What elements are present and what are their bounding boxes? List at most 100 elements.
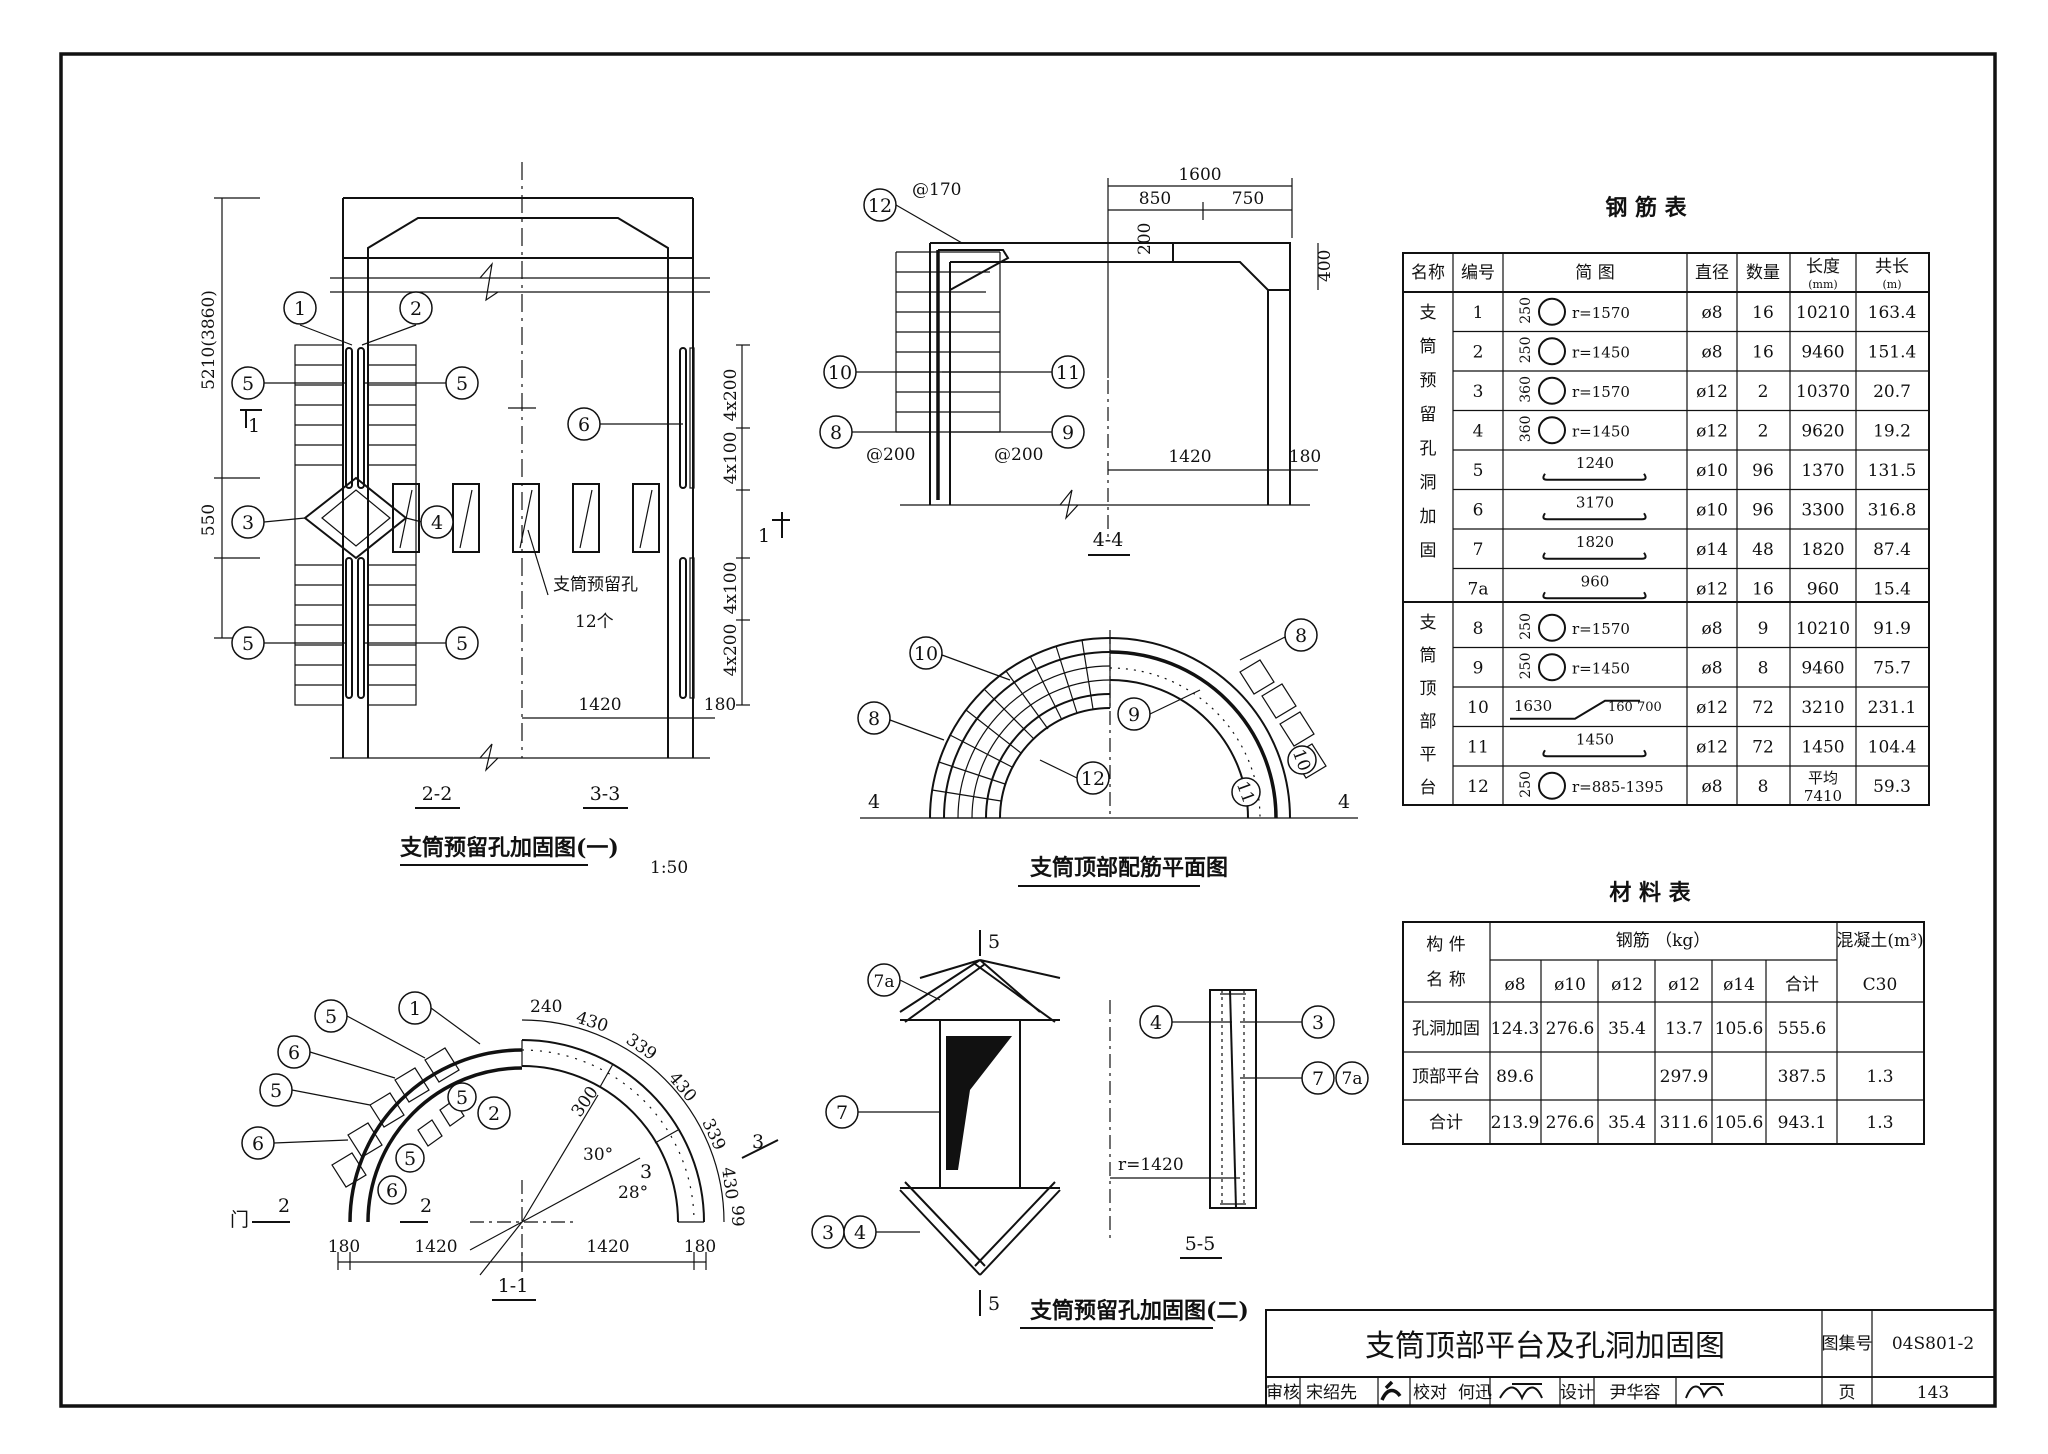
dim-300: 300 <box>568 1083 603 1121</box>
mat-col-header: ø10 <box>1554 975 1586 995</box>
rebar-h-dia: 直径 <box>1695 263 1729 283</box>
rebar-no: 1 <box>1473 303 1484 323</box>
rebar-no: 5 <box>1473 461 1484 481</box>
rebar-qty: 72 <box>1752 698 1774 718</box>
sec-1-1: 1-1 <box>498 1275 529 1297</box>
rebar-shape-radius: r=1570 <box>1572 620 1630 638</box>
rebar-qty: 8 <box>1758 777 1769 797</box>
view-a-title: 支筒预留孔加固图(一) <box>400 835 619 861</box>
plan-cut-4-right: 4 <box>1338 791 1350 813</box>
dim-850: 850 <box>1139 189 1171 209</box>
svg-text:6: 6 <box>386 1180 398 1202</box>
rebar-h-no: 编号 <box>1461 263 1495 283</box>
rebar-shape-dim: 1820 <box>1576 533 1614 551</box>
mat-cell: 35.4 <box>1608 1113 1646 1133</box>
dim-400: 400 <box>1315 250 1335 282</box>
mat-h-name: 名 称 <box>1426 970 1465 990</box>
mat-row-name: 孔洞加固 <box>1412 1019 1480 1039</box>
page-no: 143 <box>1917 1383 1949 1403</box>
rebar-total: 59.3 <box>1873 777 1911 797</box>
dim-240: 240 <box>530 997 562 1017</box>
rebar-h-shape: 简 图 <box>1575 263 1614 283</box>
mat-cell: 89.6 <box>1496 1067 1534 1087</box>
rebar-dia: ø8 <box>1701 619 1722 639</box>
callouts-55: 4 3 7 7a <box>1139 1005 1369 1095</box>
spacing-200-right: @200 <box>994 445 1043 465</box>
svg-text:5: 5 <box>242 373 254 395</box>
dim-339-b: 339 <box>697 1116 729 1154</box>
rebar-len: 960 <box>1807 579 1839 599</box>
group-char: 固 <box>1420 541 1437 561</box>
review-label: 审核 <box>1266 1383 1300 1403</box>
rebar-len: 9620 <box>1801 421 1844 441</box>
mat-cell: 297.9 <box>1660 1067 1709 1087</box>
atlas-no: 04S801-2 <box>1892 1334 1974 1354</box>
rebar-no: 9 <box>1473 658 1484 678</box>
mat-cell: 311.6 <box>1660 1113 1709 1133</box>
svg-text:12: 12 <box>868 195 892 217</box>
hole-openings <box>392 483 660 553</box>
rebar-len: 10210 <box>1796 619 1850 639</box>
rebar-h-name: 名称 <box>1411 263 1445 283</box>
rebar-shape-dim: 1240 <box>1576 454 1614 472</box>
mat-cell: 213.9 <box>1491 1113 1540 1133</box>
svg-text:6: 6 <box>288 1042 300 1064</box>
mat-cell: 276.6 <box>1546 1019 1595 1039</box>
rebar-total: 75.7 <box>1873 658 1911 678</box>
dim-180: 180 <box>704 695 736 715</box>
svg-text:5: 5 <box>456 633 468 655</box>
rebar-shape-dim: 360 <box>1518 376 1534 403</box>
mat-col-header: 合计 <box>1785 975 1819 995</box>
mat-h-steel: 钢筋 （kg） <box>1616 931 1711 951</box>
svg-text:2: 2 <box>410 298 422 320</box>
view-hole-reinforcement-2: 5 5 7a 7 3 4 支筒预留孔加固图(二) <box>811 930 1249 1329</box>
bar-hatch-left <box>294 344 417 706</box>
group-char: 平 <box>1420 745 1437 765</box>
designer-signature <box>1685 1383 1724 1399</box>
sheet-border <box>59 52 1997 1408</box>
rebar-len: 3300 <box>1801 500 1844 520</box>
rebar-total: 15.4 <box>1873 579 1911 599</box>
dim-180-left: 180 <box>328 1237 360 1257</box>
straight-bar-icon <box>1542 591 1647 600</box>
rebar-no: 7a <box>1468 579 1489 599</box>
view-section-5-5: r=1420 4 3 7 7a 5-5 <box>1109 989 1369 1259</box>
mat-row-name: 合计 <box>1429 1113 1463 1133</box>
rebar-dia: ø12 <box>1696 421 1728 441</box>
rebar-no: 10 <box>1467 698 1489 718</box>
dim-1420-left: 1420 <box>414 1237 457 1257</box>
cut-5-top: 5 <box>988 931 1000 953</box>
hole-label: 支筒预留孔 <box>553 575 638 595</box>
mat-cell: 276.6 <box>1546 1113 1595 1133</box>
svg-text:3: 3 <box>242 512 254 534</box>
rebar-qty: 2 <box>1758 421 1769 441</box>
svg-text:10: 10 <box>914 643 938 665</box>
rebar-shape-bend: 160 700 <box>1608 700 1662 715</box>
view-hole-reinforcement-1: 5210(3860) 550 <box>199 162 790 878</box>
mat-cell: 105.6 <box>1715 1019 1764 1039</box>
cut-2-left: 2 <box>278 1195 290 1217</box>
mat-cell: 1.3 <box>1866 1067 1893 1087</box>
sec-5-5: 5-5 <box>1185 1233 1216 1255</box>
cut-2-right: 2 <box>420 1195 432 1217</box>
ring-shape-icon <box>1538 613 1566 642</box>
rebar-no: 11 <box>1467 737 1489 757</box>
designer: 尹华容 <box>1610 1383 1661 1403</box>
dim-550: 550 <box>199 504 219 536</box>
rebar-dia: ø12 <box>1696 737 1728 757</box>
svg-text:2: 2 <box>488 1103 500 1125</box>
dim-750: 750 <box>1232 189 1264 209</box>
view-section-1-1: 240 430 339 430 339 430 99 300 30° 28° 1… <box>230 991 779 1301</box>
svg-text:7: 7 <box>1312 1068 1324 1090</box>
dim-200: 200 <box>1135 223 1155 255</box>
angle-30: 30° <box>583 1145 613 1165</box>
group-char: 台 <box>1420 778 1437 798</box>
svg-text:5: 5 <box>325 1006 337 1028</box>
rebar-shape-dim: 250 <box>1518 771 1534 798</box>
door-label: 门 <box>230 1209 249 1231</box>
rebar-dia: ø10 <box>1696 500 1728 520</box>
